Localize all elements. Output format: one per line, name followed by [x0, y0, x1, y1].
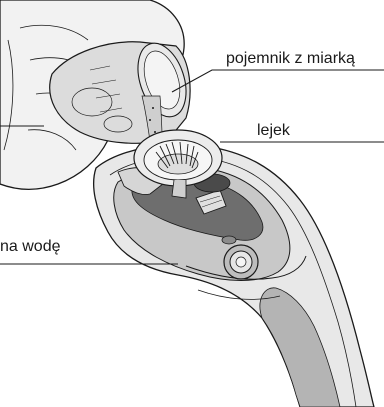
- measuring-container-label: pojemnik z miarką: [226, 51, 355, 67]
- leader-line-container: [172, 70, 384, 92]
- funnel-label: lejek: [257, 123, 290, 139]
- water-tank-label: na wodę: [0, 239, 61, 255]
